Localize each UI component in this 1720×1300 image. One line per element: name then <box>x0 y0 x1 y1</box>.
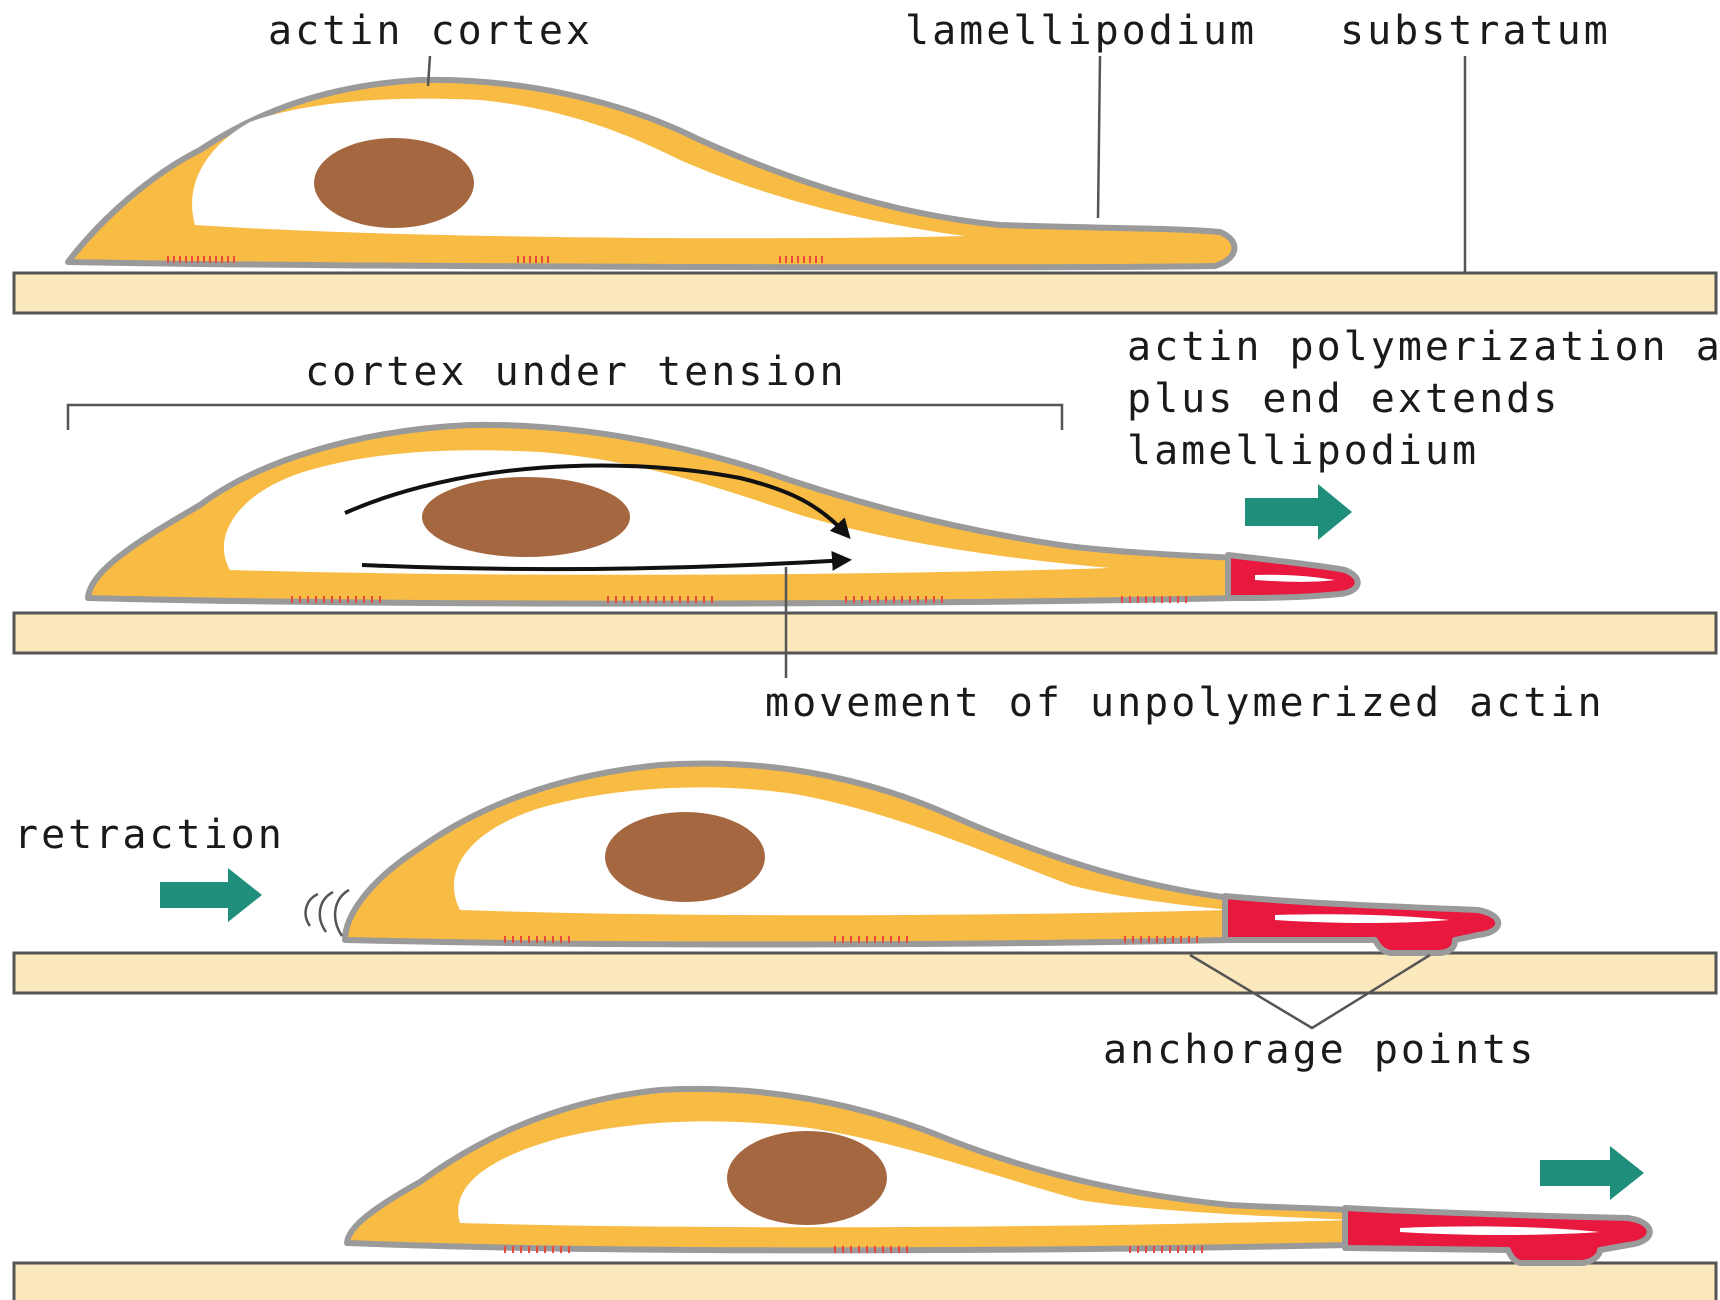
label-cortex-under-tension: cortex under tension <box>305 349 847 395</box>
substratum-bar <box>14 953 1716 993</box>
label-polymerization-line1: actin polymerization at <box>1127 324 1720 370</box>
label-actin-cortex: actin cortex <box>268 8 593 54</box>
panel-2: cortex under tension actin polymerizatio… <box>14 324 1720 726</box>
polymerizing-tip <box>1225 896 1498 953</box>
label-substratum: substratum <box>1340 8 1611 54</box>
panel-4 <box>14 1089 1716 1300</box>
cytoplasm <box>454 787 1230 915</box>
green-right-arrow-icon <box>1245 484 1352 540</box>
motion-lines-icon <box>306 890 349 936</box>
polymerizing-tip <box>1345 1208 1650 1263</box>
nucleus <box>605 812 765 902</box>
label-polymerization-line3: lamellipodium <box>1127 428 1479 474</box>
cytoplasm <box>192 99 965 239</box>
label-lamellipodium: lamellipodium <box>905 8 1257 54</box>
nucleus <box>422 477 630 557</box>
nucleus <box>314 138 474 228</box>
green-right-arrow-icon <box>1540 1146 1644 1200</box>
substratum-bar <box>14 273 1716 313</box>
label-polymerization-line2: plus end extends <box>1127 376 1560 422</box>
panel-3: retraction anchorage points <box>14 763 1716 1073</box>
green-right-arrow-icon <box>160 868 262 922</box>
leader-lamellipodium <box>1098 56 1100 218</box>
substratum-bar <box>14 613 1716 653</box>
label-anchorage-points: anchorage points <box>1103 1027 1536 1073</box>
nucleus <box>727 1131 887 1225</box>
label-retraction: retraction <box>14 812 285 858</box>
label-movement-unpolymerized: movement of unpolymerized actin <box>765 680 1605 726</box>
substratum-bar <box>14 1263 1716 1300</box>
panel-1: actin cortex lamellipodium substratum <box>14 8 1716 313</box>
